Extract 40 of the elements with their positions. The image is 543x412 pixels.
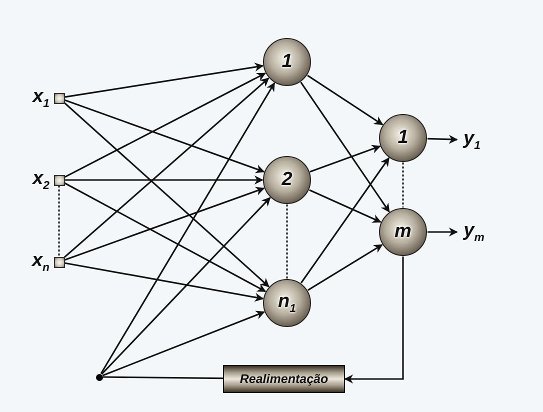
arrow	[64, 182, 266, 292]
arrow	[64, 78, 270, 258]
neuron-circle: 2	[263, 156, 311, 204]
output-label: y$_{m}$	[457, 220, 491, 244]
arrow	[64, 186, 265, 261]
connector-line	[103, 376, 223, 380]
arrow	[309, 189, 382, 223]
neuron-circle: m	[379, 208, 427, 256]
arrow	[300, 157, 390, 284]
input-square	[54, 174, 64, 186]
input-label: x$_{n}$	[32, 250, 50, 274]
arrow	[64, 99, 265, 174]
arrow	[64, 72, 266, 178]
dotted-line	[286, 204, 288, 278]
feedback-box: Realimentação	[223, 365, 345, 393]
neuron-circle: n$_{1}$	[263, 279, 311, 327]
arrow	[102, 310, 266, 376]
input-label: x$_{2}$	[32, 168, 50, 192]
arrow	[64, 62, 264, 98]
dotted-line	[402, 162, 404, 208]
arrow	[427, 134, 458, 144]
arrow	[64, 176, 264, 184]
arrow	[300, 82, 390, 213]
arrow	[64, 262, 264, 302]
output-label: y$_{1}$	[457, 128, 487, 152]
input-square	[54, 92, 64, 104]
input-square	[54, 256, 64, 268]
arrow	[100, 82, 276, 374]
arrow	[310, 144, 381, 172]
arrow	[101, 197, 271, 375]
arrow	[344, 256, 404, 384]
junction-dot	[96, 374, 102, 380]
dotted-line	[58, 186, 60, 256]
input-label: x$_{1}$	[32, 86, 50, 110]
arrow	[428, 228, 458, 236]
neuron-circle: 1	[379, 114, 427, 162]
neuron-circle: 1	[263, 38, 311, 86]
arrow	[64, 102, 270, 288]
arrow	[307, 244, 383, 291]
arrow	[307, 74, 384, 126]
